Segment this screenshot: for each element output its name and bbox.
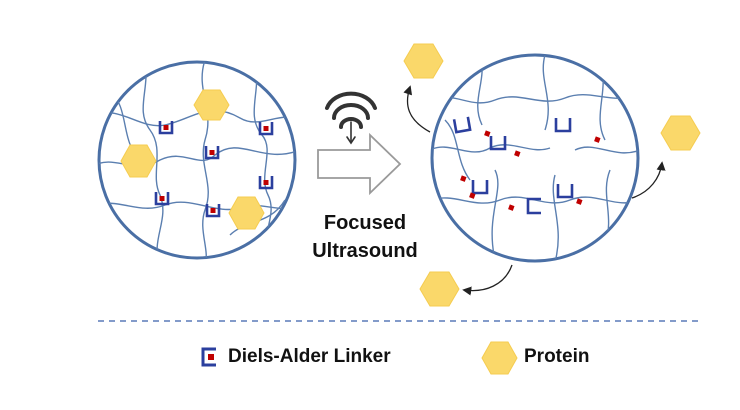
protein-hexagon-icon bbox=[120, 144, 157, 178]
ultrasound-waves-icon bbox=[325, 91, 377, 145]
protein-hexagon-icon bbox=[419, 271, 460, 307]
diels-alder-linker-icon bbox=[205, 204, 221, 218]
cleaved-diene-marker bbox=[460, 130, 601, 211]
diels-alder-linker-icon bbox=[554, 118, 572, 133]
diels-alder-linker-icon bbox=[258, 176, 274, 190]
diels-alder-linker-icon bbox=[258, 122, 274, 136]
diels-alder-linker-icon bbox=[204, 146, 220, 160]
legend-protein-label: Protein bbox=[524, 346, 590, 367]
diels-alder-linker-icon bbox=[489, 136, 507, 151]
diels-alder-linker-icon bbox=[471, 180, 489, 195]
legend-linker-label: Diels-Alder Linker bbox=[228, 346, 391, 367]
protein-hexagon-icon bbox=[660, 115, 701, 151]
release-arrow bbox=[403, 85, 431, 133]
protein-hexagon-icon bbox=[193, 89, 230, 121]
gel-boundary-right bbox=[430, 53, 640, 263]
stimulus-title: Ultrasound bbox=[312, 240, 418, 262]
diels-alder-linker-icon bbox=[526, 197, 541, 215]
protein-hexagon-icon bbox=[403, 43, 444, 79]
degraded-hydrogel bbox=[430, 53, 640, 263]
diels-alder-linker-icon bbox=[154, 192, 170, 206]
process-arrow-icon bbox=[317, 132, 402, 196]
diels-alder-linker-icon bbox=[556, 184, 574, 199]
stimulus-title: Focused bbox=[323, 212, 407, 234]
release-arrow bbox=[462, 264, 513, 296]
diels-alder-linker-icon bbox=[452, 116, 472, 134]
protein-hexagon-icon bbox=[481, 341, 518, 375]
release-arrow bbox=[631, 161, 666, 199]
crosslinked-hydrogel bbox=[97, 60, 297, 260]
diels-alder-linker-icon bbox=[158, 121, 174, 135]
diels-alder-linker-icon bbox=[201, 347, 216, 367]
protein-hexagon-icon bbox=[228, 196, 265, 230]
